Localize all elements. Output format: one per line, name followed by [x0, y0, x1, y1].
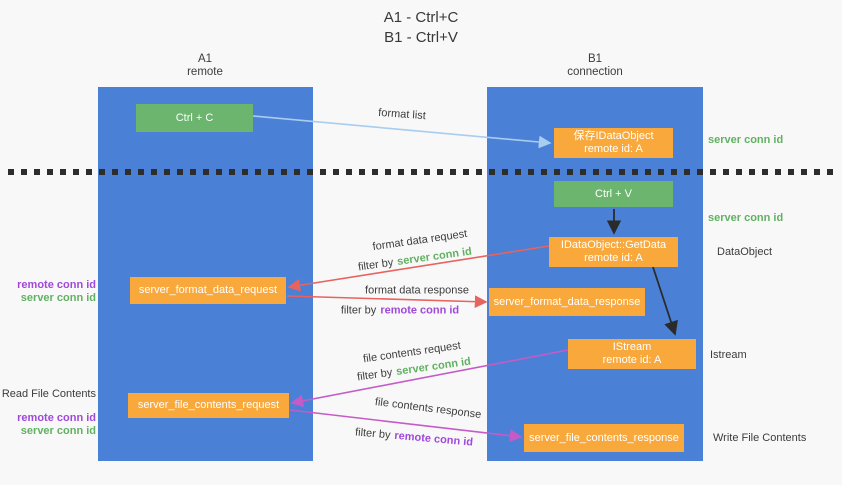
left-conn-id-labels-bottom: remote conn id server conn id [0, 412, 96, 438]
node-save-idataobject-line1: 保存IDataObject [573, 130, 654, 142]
left-conn-id-labels-top: remote conn id server conn id [0, 279, 96, 305]
left-server-conn-id-1: server conn id [20, 292, 96, 304]
node-ctrl-v: Ctrl + V [554, 181, 673, 207]
read-file-contents-label: Read File Contents [0, 388, 96, 401]
title-line-1: A1 - Ctrl+C [383, 9, 459, 26]
filter-by-text: filter by [357, 256, 395, 274]
filter-by-text: filter by [354, 426, 391, 442]
node-getdata-line2: remote id: A [584, 252, 643, 264]
read-file-contents-text: Read File Contents [1, 388, 96, 400]
node-sfcresp-label: server_file_contents_response [529, 431, 679, 444]
diagram-title: A1 - Ctrl+C B1 - Ctrl+V [0, 8, 842, 48]
node-server-format-data-response: server_format_data_response [489, 288, 645, 316]
column-b-name: B1 [587, 53, 603, 65]
node-save-idataobject-line2: remote id: A [584, 143, 643, 155]
node-server-format-data-request: server_format_data_request [130, 277, 286, 304]
remote-conn-id-text: remote conn id [393, 429, 474, 449]
column-a-header: A1 remote [150, 53, 260, 79]
right-server-conn-id-1: server conn id [708, 134, 784, 146]
column-b-header: B1 connection [540, 53, 650, 79]
node-idataobject-getdata: IDataObject::GetData remote id: A [549, 237, 678, 267]
node-istream-line2: remote id: A [602, 354, 662, 366]
node-ctrl-v-label: Ctrl + V [595, 187, 632, 200]
node-sfdreq-label: server_format_data_request [138, 284, 278, 296]
node-server-file-contents-request: server_file_contents_request [128, 393, 289, 418]
column-b-subtitle: connection [567, 66, 623, 78]
left-server-conn-id-2: server conn id [20, 425, 96, 437]
node-ctrl-c: Ctrl + C [136, 104, 253, 132]
label-file-contents-response: file contents response [374, 396, 482, 421]
column-a-subtitle: remote [187, 66, 223, 78]
left-remote-conn-id-2: remote conn id [17, 412, 96, 424]
node-server-file-contents-response: server_file_contents_response [524, 424, 684, 452]
column-a-name: A1 [197, 53, 213, 65]
remote-conn-id-text: remote conn id [380, 304, 460, 317]
node-sfdresp-label: server_format_data_response [493, 295, 641, 308]
write-file-contents-label: Write File Contents [713, 432, 807, 444]
left-remote-conn-id-1: remote conn id [17, 279, 96, 291]
node-save-idataobject: 保存IDataObject remote id: A [554, 128, 673, 158]
node-istream-line1: IStream [612, 341, 652, 353]
node-sfcreq-label: server_file_contents_request [137, 399, 280, 411]
title-line-2: B1 - Ctrl+V [384, 29, 458, 46]
label-format-data-response: format data response [365, 284, 469, 297]
node-getdata-line1: IDataObject::GetData [560, 239, 667, 251]
label-format-list: format list [377, 106, 427, 123]
filter-by-text: filter by [340, 304, 377, 317]
right-dataobject-label: DataObject [717, 246, 773, 258]
right-istream-label: Istream [710, 349, 747, 361]
filter-by-text: filter by [356, 366, 394, 384]
node-ctrl-c-label: Ctrl + C [175, 111, 214, 124]
dotted-divider-line [8, 169, 836, 175]
right-server-conn-id-2: server conn id [708, 212, 784, 224]
node-istream: IStream remote id: A [568, 339, 696, 369]
